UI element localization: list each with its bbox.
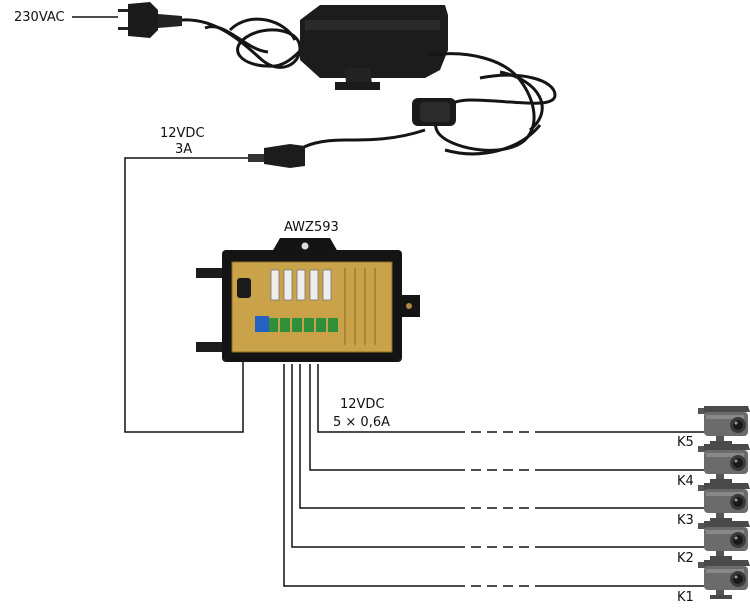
camera-label-k4: K4 xyxy=(677,474,694,489)
dc-plug-icon xyxy=(248,144,305,168)
label-out-voltage: 12VDC xyxy=(340,397,385,412)
wire-k5 xyxy=(317,364,455,433)
camera-icon-k4 xyxy=(698,444,750,483)
label-mains: 230VAC xyxy=(14,10,65,25)
camera-label-k5: K5 xyxy=(677,435,694,450)
camera-icon-k5 xyxy=(698,406,750,445)
label-out-spec: 5 × 0,6A xyxy=(333,415,390,430)
wire-k2 xyxy=(291,364,455,548)
camera-label-k1: K1 xyxy=(677,590,694,605)
output-wires xyxy=(283,364,705,587)
dc-cord xyxy=(298,52,557,156)
camera-icon-k2 xyxy=(698,521,750,560)
mains-plug-icon xyxy=(118,2,182,38)
camera-label-k3: K3 xyxy=(677,513,694,528)
wire-k3 xyxy=(299,364,455,509)
dc-input-wire xyxy=(124,157,248,433)
awz593-enclosure xyxy=(196,238,420,362)
mains-cord xyxy=(181,17,311,69)
camera-layer xyxy=(698,406,750,599)
camera-icon-k3 xyxy=(698,483,750,522)
label-unit: AWZ593 xyxy=(284,220,339,235)
label-psu-current: 3A xyxy=(175,142,192,157)
ferrite-bead-icon xyxy=(412,98,456,126)
wire-k4 xyxy=(309,364,455,471)
power-adapter-icon xyxy=(300,5,448,90)
wire-k1 xyxy=(283,364,455,587)
camera-icon-k1 xyxy=(698,560,750,599)
camera-label-k2: K2 xyxy=(677,551,694,566)
label-psu-voltage: 12VDC xyxy=(160,126,205,141)
